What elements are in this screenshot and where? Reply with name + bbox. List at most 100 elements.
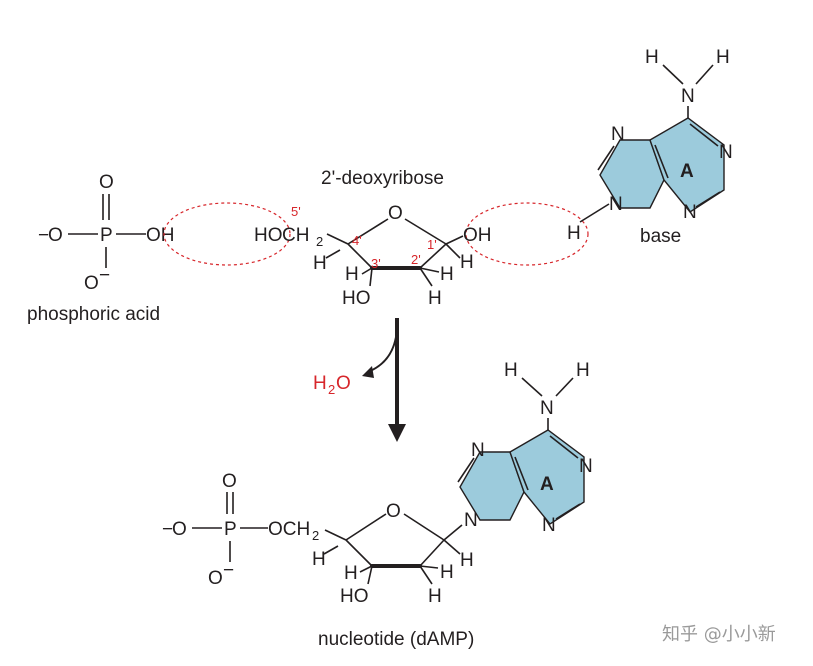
bottom-phosphate-o-double: O [222,471,237,492]
bond [457,457,475,483]
bottom-base-n7: N [471,440,485,461]
bond [549,435,579,459]
bottom-h-c2-down: H [428,586,442,607]
bond [369,267,373,287]
bond [445,243,461,259]
bond [521,377,543,397]
bond [403,513,445,541]
bond [662,64,684,85]
carbon-1-label: 1' [427,237,437,252]
bond [555,503,581,520]
damp-phosphate: − O P OCH 2 O O − [162,471,319,589]
bond [324,529,347,541]
bottom-base-n1: N [579,456,593,477]
sugar-oh-1: OH [463,225,492,246]
base-a-label: A [680,161,694,182]
bond [345,539,373,567]
phosphoric-acid: − O P OH O O − phosphoric acid [27,172,175,325]
phosphoric-acid-label: phosphoric acid [27,304,160,325]
water-h: H [313,373,327,394]
top-phosphate-charge-2: − [99,265,110,286]
bond [404,218,447,245]
base-n7: N [611,124,625,145]
bond [419,243,447,269]
bond [347,243,373,269]
bond [579,203,610,223]
bottom-phosphate-o-bottom: O [208,568,223,589]
bond [695,191,721,208]
bond [326,233,349,245]
sugar-ho-3: HO [342,288,371,309]
bottom-sugar-ho-3: HO [340,586,369,607]
bond [419,565,439,569]
top-phosphate-o-double: O [99,172,114,193]
bottom-amine-h-2: H [576,360,590,381]
bond [347,218,389,245]
damp-adenine: N N N N A N H H [457,360,593,536]
deoxyribose: 2'-deoxyribose HO CH 2 5' O OH 4' 3' 2' … [254,168,492,309]
adenine-base: N N N N A N H H H base [567,47,733,247]
bond [361,267,373,275]
water-subscript: 2 [328,382,335,397]
bond [443,524,463,541]
top-phosphate-o-left: O [48,225,63,246]
h-c2-down: H [428,288,442,309]
bottom-h-c4: H [312,549,326,570]
ring-oxygen: O [388,203,403,224]
carbon-4-label: 4' [352,233,362,248]
carbon-3-label: 3' [371,256,381,271]
condensation-ellipse-right [465,202,589,266]
sugar-ch: CH [282,225,309,246]
bottom-phosphate-o-left: O [172,519,187,540]
bond [345,513,387,541]
bottom-ring-oxygen: O [386,501,401,522]
main-arrow-head [388,424,406,442]
bottom-phosphate-charge-2: − [223,560,234,581]
bottom-base-a-label: A [540,474,554,495]
bond [597,145,615,171]
h-c3: H [345,264,359,285]
bottom-och: OCH [268,519,310,540]
bottom-phosphorus: P [224,519,237,540]
bond [654,144,669,179]
top-phosphate-charge: − [38,225,49,246]
bottom-base-n3: N [542,515,556,536]
bond [359,565,373,573]
bond [514,456,529,491]
water-o: O [336,373,351,394]
water-arrow-curve [367,329,398,373]
amine-h-2: H [716,47,730,68]
base-n1: N [719,142,733,163]
top-phosphate-o-bottom: O [84,273,99,294]
water-arrow-head [362,366,374,378]
h-c1: H [460,252,474,273]
sugar-ho: HO [254,225,283,246]
bond [419,267,433,287]
damp-label: nucleotide (dAMP) [318,629,474,650]
damp-sugar: O H H HO H H H [312,501,474,607]
amine-h-1: H [645,47,659,68]
bond [419,267,440,273]
bond [325,249,341,259]
h-c2: H [440,264,454,285]
base-n9: N [609,194,623,215]
bond [695,64,714,85]
watermark: 知乎 @小小新 [662,624,776,645]
bottom-amine-h-1: H [504,360,518,381]
carbon-2-label: 2' [411,252,421,267]
bottom-h-c2: H [440,562,454,583]
h-c4: H [313,253,327,274]
base-h: H [567,223,581,244]
condensation-ellipse-left [163,202,291,266]
bond [689,123,719,147]
amine-n: N [681,86,695,107]
sugar-ch-subscript: 2 [316,234,323,249]
bottom-phosphate-charge: − [162,519,173,540]
top-phosphorus: P [100,225,113,246]
bottom-amine-n: N [540,398,554,419]
carbon-5-label: 5' [291,204,301,219]
reaction-arrow: H 2 O [313,318,406,442]
bottom-och-subscript: 2 [312,528,319,543]
